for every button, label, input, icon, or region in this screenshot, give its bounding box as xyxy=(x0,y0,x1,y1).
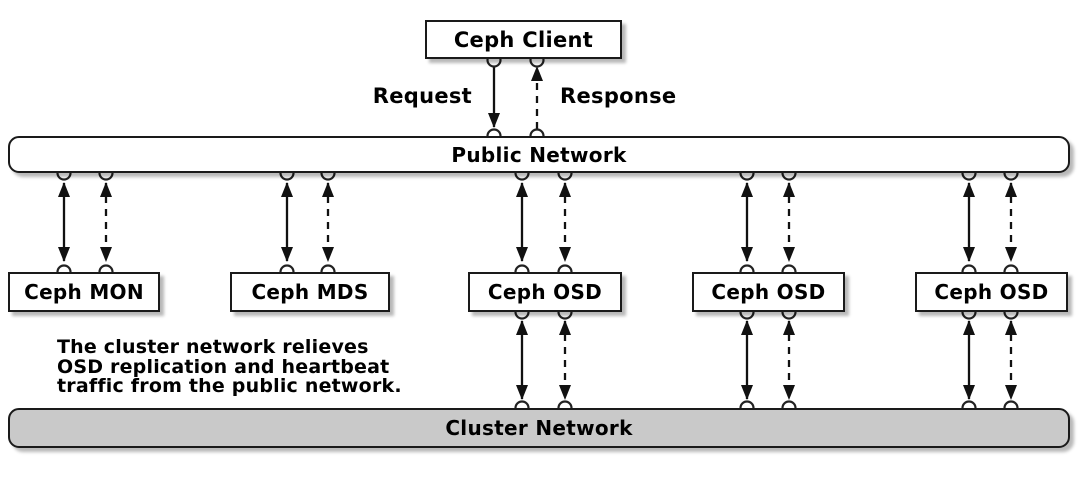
node-ceph-osd-3: Ceph OSD xyxy=(915,272,1068,312)
node-ceph-client: Ceph Client xyxy=(425,20,622,59)
cluster-network-annotation: The cluster network relieves OSD replica… xyxy=(57,336,402,397)
response-label: Response xyxy=(560,84,677,108)
node-ceph-osd-1: Ceph OSD xyxy=(468,272,622,312)
node-label: Ceph MON xyxy=(24,280,144,304)
node-label: Ceph OSD xyxy=(487,280,603,304)
node-ceph-mds: Ceph MDS xyxy=(230,272,390,312)
node-label: Ceph OSD xyxy=(934,280,1049,304)
request-label: Request xyxy=(372,84,472,108)
node-ceph-mon: Ceph MON xyxy=(8,272,160,312)
node-label: Ceph MDS xyxy=(251,280,369,304)
node-label: Ceph OSD xyxy=(711,280,826,304)
public-network-bar: Public Network xyxy=(8,136,1070,173)
public-network-label: Public Network xyxy=(451,142,627,167)
node-ceph-osd-2: Ceph OSD xyxy=(692,272,845,312)
node-label: Ceph Client xyxy=(453,27,594,52)
cluster-network-bar: Cluster Network xyxy=(8,408,1070,448)
cluster-network-label: Cluster Network xyxy=(445,416,633,440)
